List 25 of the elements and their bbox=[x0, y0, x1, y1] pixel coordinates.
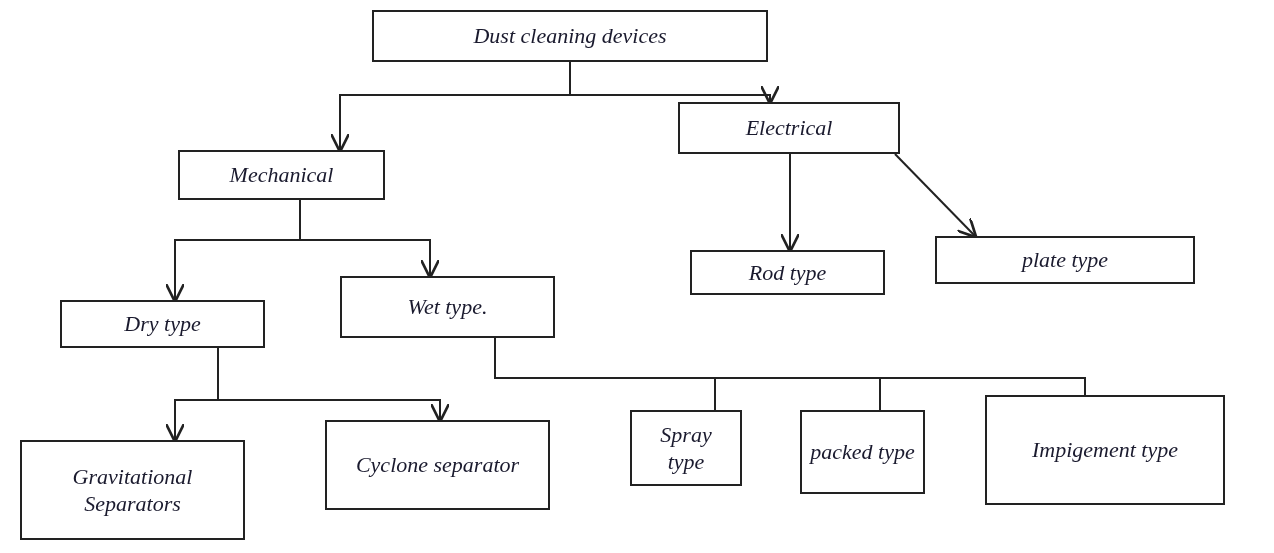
box-label: Cyclone separator bbox=[355, 451, 520, 479]
box-label: Rod type bbox=[748, 258, 827, 287]
category-box bbox=[325, 420, 550, 510]
box-label: Impigement type bbox=[1032, 436, 1178, 464]
box-label: Dust cleaning devices bbox=[473, 22, 667, 50]
category-box bbox=[985, 395, 1225, 505]
box-label: Mechanical bbox=[229, 161, 334, 189]
box-label: packed type bbox=[810, 438, 915, 466]
category-box bbox=[340, 276, 555, 338]
box-label: plate type bbox=[1021, 246, 1109, 274]
category-box bbox=[678, 102, 900, 154]
box-label: Gravitational Separators bbox=[71, 462, 194, 518]
box-label: Wet type. bbox=[407, 293, 488, 321]
box-label: Spray type bbox=[659, 420, 713, 476]
category-box bbox=[690, 250, 885, 295]
category-box bbox=[178, 150, 385, 200]
box-label: Dry type bbox=[124, 310, 201, 338]
box-label: Electrical bbox=[745, 114, 833, 142]
category-box bbox=[800, 410, 925, 494]
connector-arrow bbox=[894, 153, 978, 239]
category-box bbox=[630, 410, 742, 486]
category-box bbox=[20, 440, 245, 540]
category-box bbox=[935, 236, 1195, 284]
category-box bbox=[372, 10, 768, 62]
category-box bbox=[60, 300, 265, 348]
